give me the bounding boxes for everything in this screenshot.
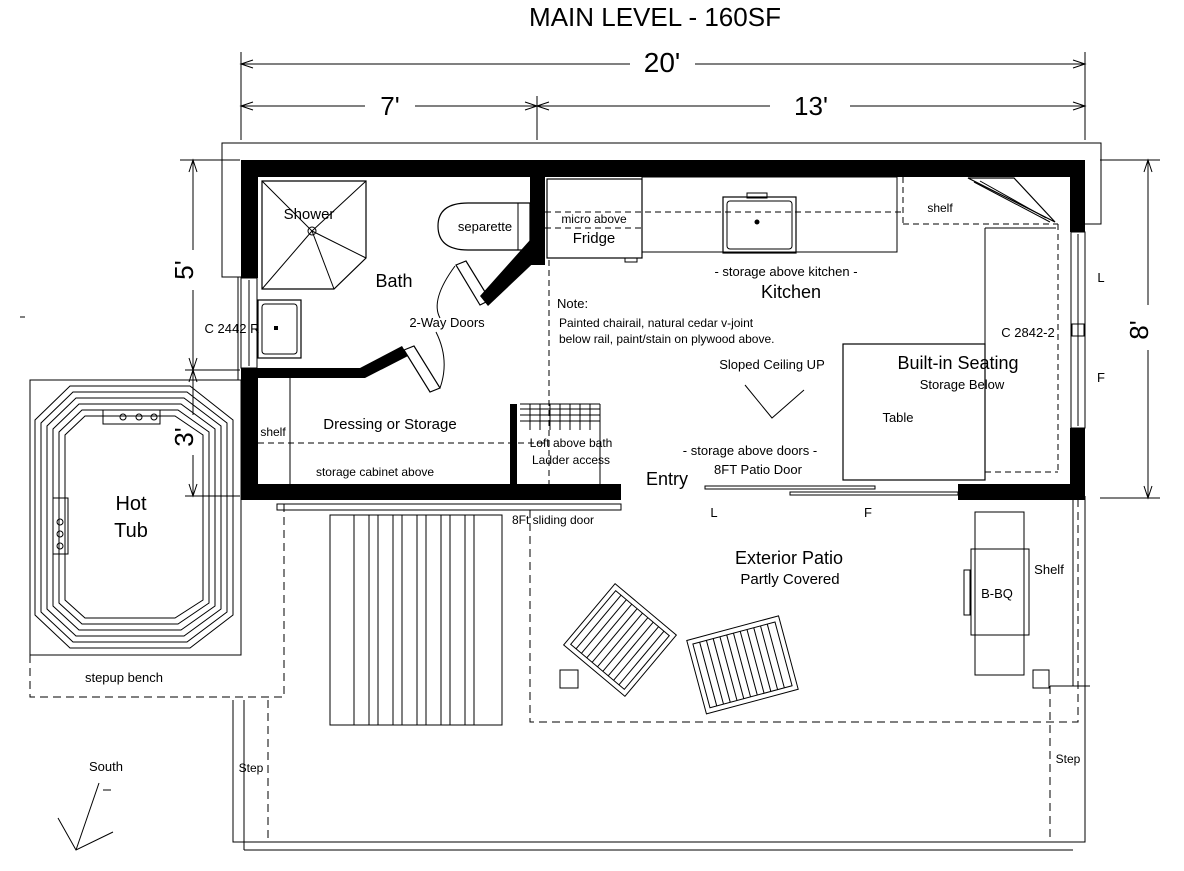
kitchen-counter: [641, 176, 898, 253]
entry-label: Entry: [646, 469, 688, 489]
storage-doors-label: - storage above doors -: [683, 443, 817, 458]
sloped-ceiling-label: Sloped Ceiling UP: [719, 357, 825, 372]
patio-shelf-label: Shelf: [1034, 562, 1064, 577]
patio-label: Exterior Patio: [735, 548, 843, 568]
fridge-label: Fridge: [573, 230, 616, 247]
south-arrow-icon: [57, 782, 114, 851]
dressing-shelf-label: shelf: [260, 425, 286, 439]
bbq: [963, 511, 1030, 676]
note-line1: Painted chairail, natural cedar v-joint: [559, 316, 754, 330]
step-left-label: Step: [239, 761, 264, 775]
storage-kitchen-label: - storage above kitchen -: [714, 264, 857, 279]
kitchen-sink: [722, 192, 797, 254]
separette-label: separette: [458, 219, 512, 234]
bath-window: [240, 277, 258, 369]
corner-shelf: [967, 177, 1056, 223]
hot-tub-label-line2: Tub: [114, 520, 148, 542]
bath-sink: [257, 299, 302, 359]
dining-window: [1070, 231, 1086, 429]
plan-title: MAIN LEVEL - 160SF: [529, 2, 781, 32]
two-way-doors-label: 2-Way Doors: [409, 315, 485, 330]
right-dimension-lines: [1100, 158, 1160, 500]
hot-tub: [29, 379, 242, 656]
dressing-label: Dressing or Storage: [323, 416, 456, 433]
built-in-seating-label: Built-in Seating: [897, 353, 1018, 373]
storage-below-label: Storage Below: [920, 377, 1005, 392]
window-l-label: L: [1097, 270, 1104, 285]
overall-depth-dimension: 8': [1124, 320, 1154, 339]
kitchen-label: Kitchen: [761, 282, 821, 302]
built-in-seating: [842, 227, 1056, 481]
step-right-label: Step: [1056, 752, 1081, 766]
loft-label-line2: Ladder access: [532, 453, 610, 467]
patio-door: [704, 485, 959, 496]
bath-depth-dimension: 5': [169, 260, 199, 279]
sloped-ceiling-arrow: [744, 384, 805, 419]
shower: [261, 180, 367, 290]
sliding-door-label: 8Ft sliding door: [512, 513, 594, 527]
side-table: [559, 669, 579, 689]
right-width-dimension: 13': [794, 91, 828, 121]
interior-dashed-lines: [545, 177, 1059, 484]
lounge-chair-right: [686, 615, 799, 715]
bath-window-label: C 2442 R: [205, 321, 260, 336]
bath-label: Bath: [375, 271, 412, 291]
patio-covered-area: [529, 500, 1079, 723]
dressing-depth-dimension: 3': [169, 427, 199, 446]
patio-door-f-label: F: [864, 505, 872, 520]
stepup-bench: [29, 500, 285, 698]
stepup-bench-label: stepup bench: [85, 670, 163, 685]
lounge-chair-left: [562, 582, 678, 698]
loft-ladder: [520, 403, 601, 484]
patio-door-label: 8FT Patio Door: [714, 462, 803, 477]
bbq-label: B-BQ: [981, 586, 1013, 601]
storage-cabinet-label: storage cabinet above: [316, 465, 434, 479]
separette-toilet: [437, 202, 531, 251]
left-dimension-lines: [180, 158, 240, 498]
two-way-doors: [403, 260, 491, 393]
sliding-door: [276, 503, 622, 511]
deck-outline: [232, 496, 1090, 851]
shelf-right-label: shelf: [927, 201, 953, 215]
top-dimension-lines: [239, 52, 1087, 140]
dressing-area-lines: [258, 378, 545, 484]
patio-sub-label: Partly Covered: [740, 571, 839, 588]
hot-tub-label-line1: Hot: [115, 493, 147, 515]
deck-boards: [329, 514, 503, 726]
note-line2: below rail, paint/stain on plywood above…: [559, 332, 774, 346]
patio-shelf: [1032, 669, 1050, 689]
shower-label: Shower: [284, 206, 335, 223]
loft-label-line1: Loft above bath: [530, 436, 613, 450]
exterior-walls: [241, 160, 1085, 500]
dining-window-label: C 2842-2: [1001, 325, 1054, 340]
table-label: Table: [882, 410, 913, 425]
south-label: South: [89, 759, 123, 774]
overall-width-dimension: 20': [644, 47, 681, 78]
micro-label: micro above: [561, 212, 627, 226]
interior-walls: [258, 175, 545, 486]
window-f-label: F: [1097, 370, 1105, 385]
roof-overhang: [221, 142, 1102, 381]
left-width-dimension: 7': [380, 91, 399, 121]
note-title: Note:: [557, 296, 588, 311]
patio-door-l-label: L: [710, 505, 717, 520]
